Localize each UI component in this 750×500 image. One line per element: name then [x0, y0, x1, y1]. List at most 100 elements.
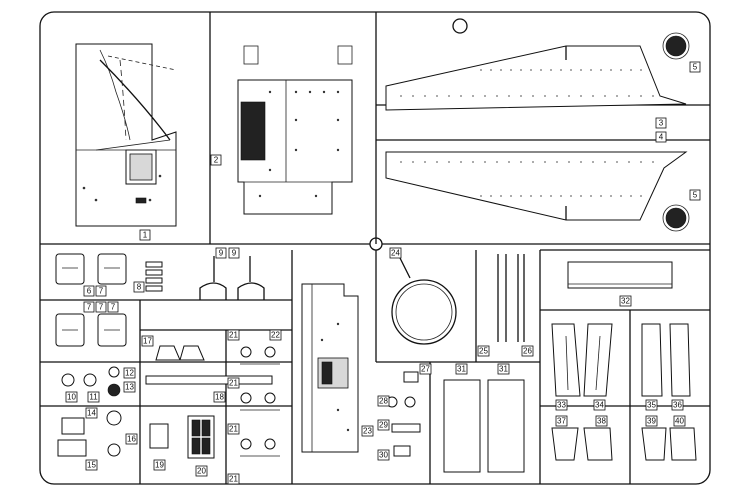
svg-text:23: 23 [363, 427, 372, 436]
parts-19-20-hatches [149, 415, 215, 459]
label-part-3: 3 [655, 117, 667, 129]
svg-text:14: 14 [87, 409, 96, 418]
svg-text:12: 12 [125, 369, 134, 378]
svg-text:21: 21 [229, 379, 238, 388]
svg-text:25: 25 [479, 347, 488, 356]
label-part-32: 32 [619, 295, 632, 307]
svg-text:20: 20 [197, 467, 206, 476]
label-part-21c: 21 [227, 423, 240, 435]
label-part-2: 2 [210, 154, 222, 166]
label-part-24: 24 [389, 247, 402, 259]
part-2-engine-deck [237, 45, 353, 215]
part-9-hooks [199, 256, 265, 300]
label-part-34: 34 [593, 399, 606, 411]
svg-text:18: 18 [215, 393, 224, 402]
svg-text:36: 36 [673, 401, 682, 410]
label-part-38: 38 [595, 415, 608, 427]
svg-text:39: 39 [647, 417, 656, 426]
label-part-7a: 7 [95, 285, 107, 297]
label-part-25: 25 [477, 345, 490, 357]
svg-text:3: 3 [659, 119, 664, 128]
svg-text:9: 9 [232, 249, 237, 258]
label-part-13: 13 [123, 381, 136, 393]
label-part-37: 37 [555, 415, 568, 427]
parts-10-13-rings [61, 366, 121, 397]
parts-33-40-mudguards [551, 323, 697, 461]
svg-text:6: 6 [87, 287, 92, 296]
label-part-31a: 31 [455, 363, 468, 375]
label-part-39: 39 [645, 415, 658, 427]
label-part-5-bottom: 5 [689, 189, 701, 201]
svg-text:21: 21 [229, 475, 238, 484]
svg-text:2: 2 [214, 156, 219, 165]
svg-text:27: 27 [421, 365, 430, 374]
label-part-5-top: 5 [689, 61, 701, 73]
svg-text:11: 11 [89, 393, 98, 402]
svg-text:31: 31 [457, 365, 466, 374]
label-part-19: 19 [153, 459, 166, 471]
label-part-6: 6 [83, 285, 95, 297]
label-part-21a: 21 [227, 329, 240, 341]
part-4-side-skirt [385, 151, 688, 221]
svg-text:37: 37 [557, 417, 566, 426]
label-part-22: 22 [269, 329, 282, 341]
svg-text:10: 10 [67, 393, 76, 402]
part-5-wheel-top [662, 32, 690, 60]
svg-text:24: 24 [391, 249, 400, 258]
part-3-side-skirt [385, 45, 687, 111]
label-part-1: 1 [139, 229, 151, 241]
label-part-4: 4 [655, 131, 667, 143]
part-7-brackets [55, 253, 127, 347]
label-part-15: 15 [85, 459, 98, 471]
label-part-27: 27 [419, 363, 432, 375]
part-1-panel [75, 43, 177, 227]
svg-text:13: 13 [125, 383, 134, 392]
label-part-9a: 9 [215, 247, 227, 259]
svg-text:17: 17 [143, 337, 152, 346]
label-part-23: 23 [361, 425, 374, 437]
part-5-wheel-bottom [662, 204, 690, 232]
part-8-track-links [145, 261, 163, 292]
svg-text:32: 32 [621, 297, 630, 306]
svg-text:7: 7 [99, 303, 104, 312]
label-part-17: 17 [141, 335, 154, 347]
svg-text:22: 22 [271, 331, 280, 340]
label-part-20: 20 [195, 465, 208, 477]
label-part-11: 11 [87, 391, 100, 403]
label-part-21d: 21 [227, 473, 240, 485]
svg-text:7: 7 [111, 303, 116, 312]
label-part-14: 14 [85, 407, 98, 419]
svg-text:7: 7 [99, 287, 104, 296]
svg-text:38: 38 [597, 417, 606, 426]
label-part-31b: 31 [497, 363, 510, 375]
svg-text:7: 7 [87, 303, 92, 312]
svg-text:9: 9 [219, 249, 224, 258]
parts-25-26-rods [497, 254, 525, 342]
part-23-hull-plate [301, 283, 359, 453]
svg-text:19: 19 [155, 461, 164, 470]
svg-text:31: 31 [499, 365, 508, 374]
parts-27-30-fittings [386, 371, 421, 457]
parts-14-16-small [57, 410, 122, 457]
svg-text:34: 34 [595, 401, 604, 410]
label-part-21b: 21 [227, 377, 240, 389]
label-part-10: 10 [65, 391, 78, 403]
part-32-bar [567, 261, 673, 289]
svg-text:28: 28 [379, 397, 388, 406]
label-part-16: 16 [125, 433, 138, 445]
part-number-labels: 1 2 3 4 5 5 6 7 7 7 7 8 9 9 10 11 12 13 … [65, 61, 701, 485]
svg-text:35: 35 [647, 401, 656, 410]
parts-17-18-rail [145, 345, 273, 385]
part-31-plates [443, 379, 525, 473]
svg-text:33: 33 [557, 401, 566, 410]
svg-text:21: 21 [229, 425, 238, 434]
svg-text:26: 26 [523, 347, 532, 356]
label-part-12: 12 [123, 367, 136, 379]
label-part-29: 29 [377, 419, 390, 431]
label-part-40: 40 [673, 415, 686, 427]
label-part-30: 30 [377, 449, 390, 461]
svg-text:5: 5 [693, 63, 698, 72]
svg-text:15: 15 [87, 461, 96, 470]
label-part-8: 8 [133, 281, 145, 293]
